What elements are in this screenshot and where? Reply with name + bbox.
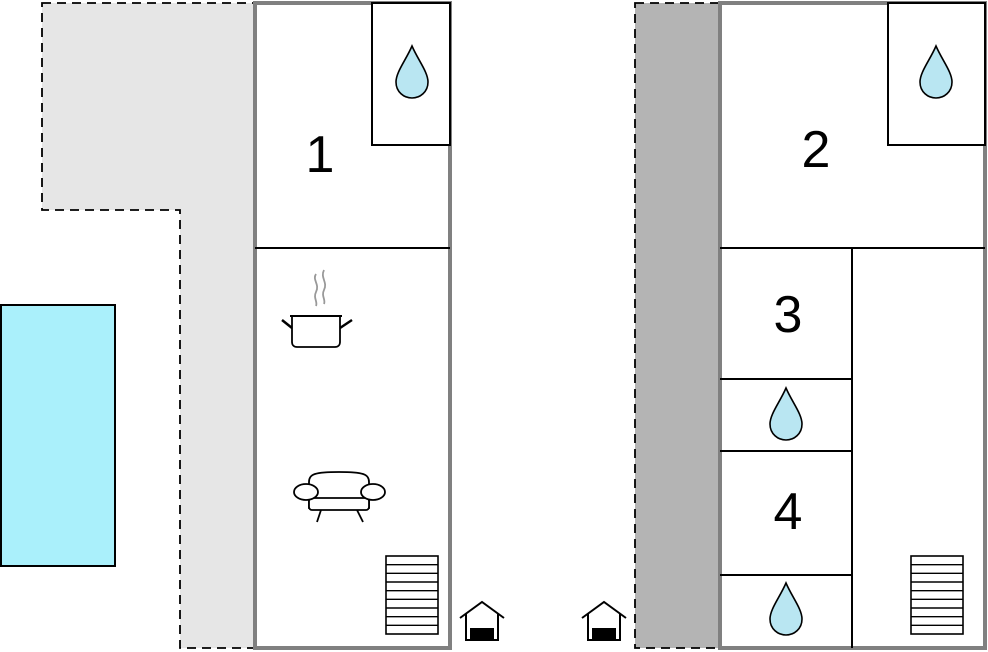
building-upper-floor: 2 3 4	[718, 1, 987, 650]
entrance-icon	[581, 601, 627, 641]
cooking-pot-icon	[281, 269, 353, 348]
room-label-2: 2	[802, 121, 831, 179]
entrance-icon	[459, 601, 505, 641]
stairs-icon	[385, 555, 439, 635]
terrace-right	[634, 2, 721, 649]
room-label-4: 4	[774, 483, 803, 541]
room-label-1: 1	[306, 126, 335, 184]
building-ground-floor: 1	[253, 1, 452, 650]
pool	[0, 304, 116, 567]
room-label-3: 3	[774, 286, 803, 344]
sofa-icon	[293, 471, 386, 523]
stairs-icon	[910, 555, 964, 635]
